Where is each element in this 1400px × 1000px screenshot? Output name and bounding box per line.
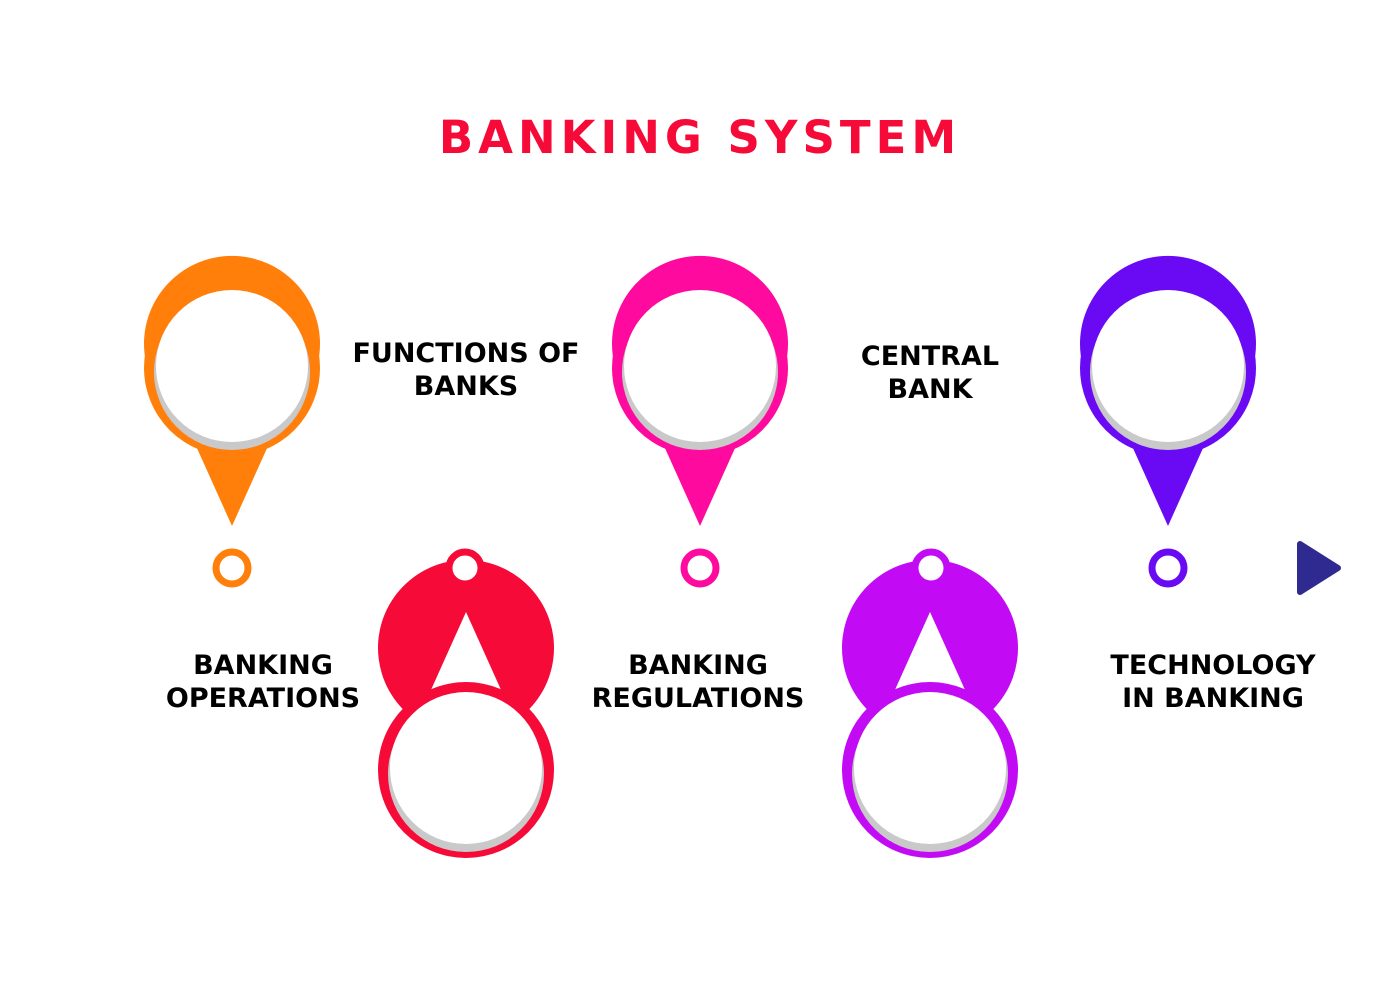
step-label-banking-regulations: BANKING REGULATIONS — [548, 649, 848, 715]
pin-disc — [1092, 290, 1244, 442]
label-line: FUNCTIONS OF — [352, 338, 580, 369]
page-title: BANKING SYSTEM — [438, 111, 962, 164]
pin-disc — [854, 692, 1006, 844]
label-line: BANKING — [193, 650, 333, 681]
pin-disc — [156, 290, 308, 442]
label-line: TECHNOLOGY — [1110, 650, 1316, 681]
pin-disc — [624, 290, 776, 442]
label-line: REGULATIONS — [591, 683, 805, 714]
pin-disc — [390, 692, 542, 844]
location-pin-icon — [378, 559, 554, 858]
label-line: BANKS — [413, 371, 519, 402]
timeline-node — [911, 548, 951, 588]
label-line: CENTRAL — [860, 341, 1000, 372]
label-line: IN BANKING — [1122, 683, 1304, 714]
timeline-node — [212, 548, 252, 588]
step-label-banking-operations: BANKING OPERATIONS — [113, 649, 413, 715]
pin-body — [842, 559, 1018, 721]
step-label-functions-of-banks: FUNCTIONS OF BANKS — [316, 337, 616, 403]
step-label-central-bank: CENTRAL BANK — [780, 340, 1080, 406]
timeline-arrowhead — [1297, 541, 1341, 595]
location-pin-icon — [612, 255, 788, 527]
location-pin-icon — [842, 559, 1018, 858]
pin-body — [378, 559, 554, 721]
label-line: BANK — [887, 374, 973, 405]
step-label-technology-in-banking: TECHNOLOGY IN BANKING — [1063, 649, 1363, 715]
timeline-node — [1148, 548, 1188, 588]
label-line: BANKING — [628, 650, 768, 681]
location-pin-icon — [144, 255, 320, 527]
location-pin-icon — [1080, 255, 1256, 526]
timeline-node — [445, 548, 485, 588]
timeline-node — [680, 548, 720, 588]
label-line: OPERATIONS — [165, 683, 361, 714]
